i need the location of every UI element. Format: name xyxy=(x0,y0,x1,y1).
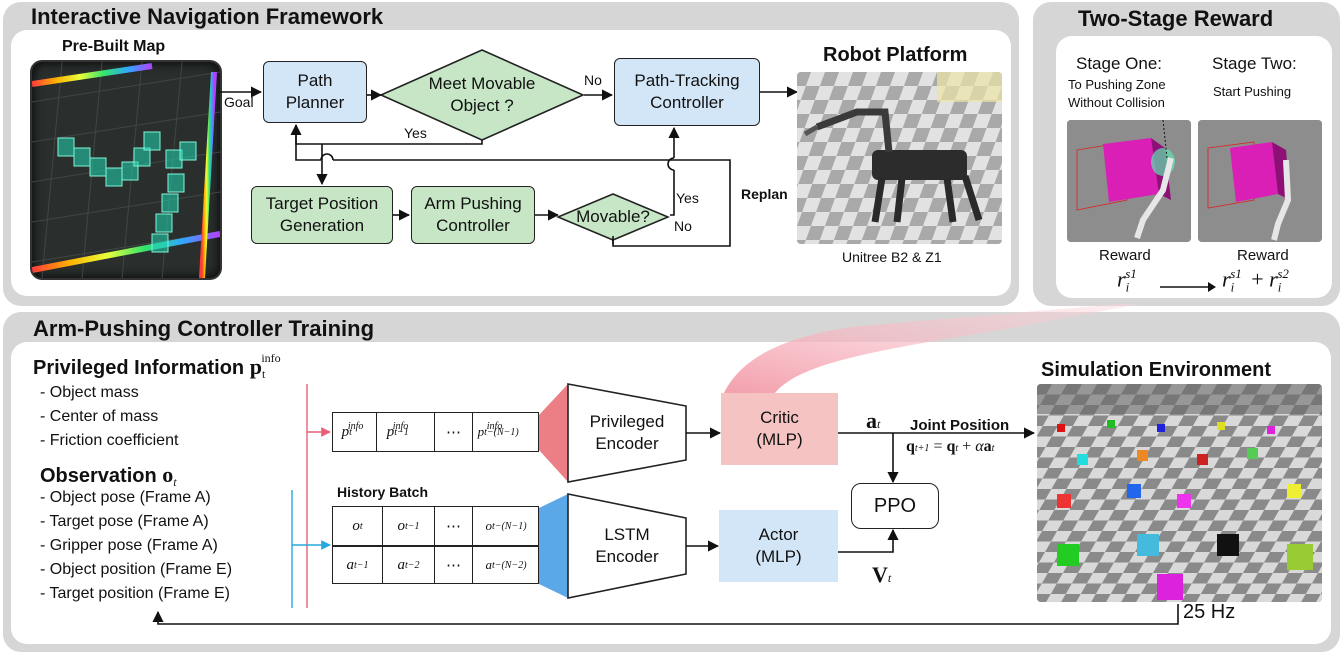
privileged-info-title: Privileged Information ptinfo xyxy=(33,351,281,381)
obs-item-0: - Object pose (Frame A) xyxy=(40,489,211,506)
priv-cell-dots: ⋯ xyxy=(435,413,473,451)
reward-label-2: Reward xyxy=(1237,247,1289,264)
priv-item-2: - Friction coefficient xyxy=(40,432,179,449)
obs-cell-dots: ⋯ xyxy=(435,507,473,545)
privileged-encoder-node: Privileged Encoder xyxy=(589,411,665,453)
robot-platform-image xyxy=(797,72,1002,244)
movable-label: Movable? xyxy=(576,206,650,226)
reward-panel-title: Two-Stage Reward xyxy=(1078,6,1274,31)
value-symbol: Vt xyxy=(872,562,892,587)
lstm-encoder-node: LSTM Encoder xyxy=(595,524,659,566)
stage-two-render xyxy=(1198,120,1322,242)
obs-item-1: - Target pose (Frame A) xyxy=(40,513,209,530)
obs-item-3: - Object position (Frame E) xyxy=(40,561,233,578)
robot-caption: Unitree B2 & Z1 xyxy=(842,249,942,265)
target-position-node: Target Position Generation xyxy=(251,186,393,244)
observation-title: Observation ot xyxy=(40,462,177,489)
action-symbol: at xyxy=(866,408,881,433)
priv-item-0: - Object mass xyxy=(40,384,139,401)
nav-panel-title: Interactive Navigation Framework xyxy=(31,4,384,29)
train-panel-title: Arm-Pushing Controller Training xyxy=(33,316,375,341)
obs-item-2: - Gripper pose (Frame A) xyxy=(40,537,218,554)
stage-two-sub: Start Pushing xyxy=(1213,84,1292,99)
robot-render xyxy=(797,72,1002,244)
prebuilt-map-image xyxy=(30,60,222,280)
stage-one-sub1: To Pushing Zone xyxy=(1068,77,1166,92)
frequency-label: 25 Hz xyxy=(1183,601,1236,623)
yes-label-right: Yes xyxy=(676,190,699,206)
goal-label: Goal xyxy=(224,94,254,110)
sim-render xyxy=(1037,384,1322,602)
stage-one-image xyxy=(1067,120,1191,242)
simulation-env-image xyxy=(1037,384,1322,602)
stage-two-image xyxy=(1198,120,1322,242)
simulation-env-title: Simulation Environment xyxy=(1041,359,1272,381)
reward-formula-1: ris1 xyxy=(1117,266,1137,295)
stage-one-render xyxy=(1067,120,1191,242)
history-batch-label: History Batch xyxy=(337,484,429,500)
meet-movable-label: Meet Movable Object ? xyxy=(428,73,536,115)
arm-pushing-node: Arm Pushing Controller xyxy=(411,186,535,244)
reward-formula-2: ris1 + ris2 xyxy=(1222,266,1289,295)
yes-label-top: Yes xyxy=(404,125,427,141)
map-render xyxy=(32,62,220,278)
priv-item-1: - Center of mass xyxy=(40,408,159,425)
stage-one-sub2: Without Collision xyxy=(1068,95,1165,110)
reward-label-1: Reward xyxy=(1099,247,1151,264)
path-tracking-node: Path-Tracking Controller xyxy=(614,58,760,126)
joint-position-label: Joint Position xyxy=(910,417,1010,434)
reward-arrow xyxy=(1160,282,1216,292)
no-label-bottom: No xyxy=(674,218,692,234)
stage-one-label: Stage One: xyxy=(1076,54,1163,73)
replan-label: Replan xyxy=(741,186,788,202)
joint-update-formula: qt+1 = qt + αat xyxy=(906,438,995,455)
robot-platform-title: Robot Platform xyxy=(823,44,968,66)
stage-two-label: Stage Two: xyxy=(1212,54,1297,73)
map-title: Pre-Built Map xyxy=(62,38,166,55)
act-cell-dots: ⋯ xyxy=(435,547,473,583)
no-label-top: No xyxy=(584,72,602,88)
actor-node: Actor (MLP) xyxy=(719,510,838,582)
obs-item-4: - Target position (Frame E) xyxy=(40,585,230,602)
path-planner-node: Path Planner xyxy=(263,61,367,123)
critic-node: Critic (MLP) xyxy=(721,393,838,465)
ppo-node: PPO xyxy=(851,483,939,529)
